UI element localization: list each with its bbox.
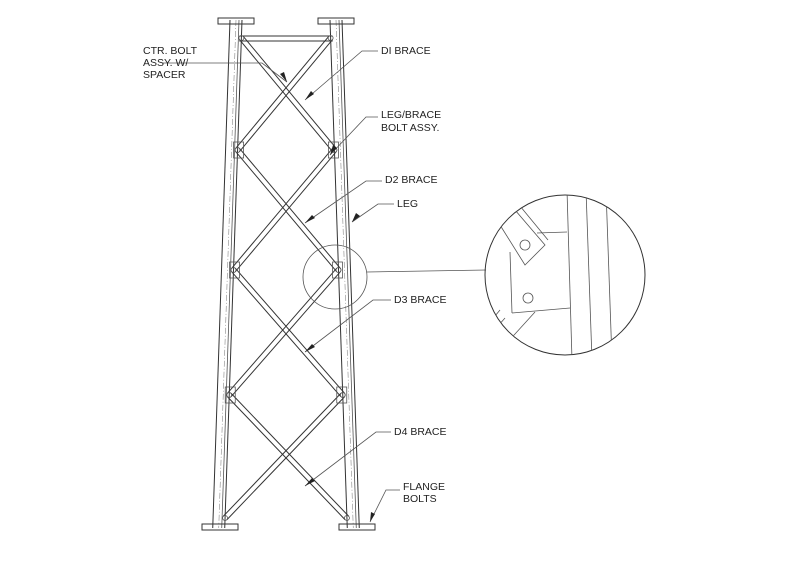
- gusset-plate: [233, 141, 244, 159]
- bottom-left-flange: [201, 523, 239, 531]
- bolt-icon: [222, 515, 228, 521]
- brace-d4: [230, 392, 350, 517]
- brace-d3: [230, 271, 341, 397]
- gusset-plate: [336, 386, 348, 404]
- brace-d3: [235, 268, 346, 394]
- gusset-plate: [229, 261, 240, 279]
- left-leg-edge: [212, 19, 231, 529]
- label-ctr-bolt-2: ASSY. W/: [143, 57, 188, 69]
- label-flange-bolts-2: BOLTS: [403, 493, 437, 505]
- right-leg-edge: [338, 19, 357, 529]
- label-d2-brace: D2 BRACE: [385, 174, 438, 186]
- brace-d4: [226, 396, 345, 521]
- detail-callout-leader: [366, 269, 487, 273]
- brace-d2: [231, 148, 333, 269]
- bolt-icon: [238, 35, 245, 41]
- bolt-icon: [327, 35, 334, 41]
- left-leg-edge: [221, 19, 240, 529]
- label-flange-bolts-1: FLANGE: [403, 481, 445, 493]
- brace-d3: [226, 268, 337, 394]
- bolt-icon: [335, 267, 342, 273]
- label-ctr-bolt-3: SPACER: [143, 69, 186, 81]
- leader-arrowheads: [280, 72, 375, 522]
- label-leg: LEG: [397, 198, 418, 210]
- top-left-flange: [217, 17, 255, 25]
- gusset-plate: [328, 141, 339, 159]
- label-d3-brace: D3 BRACE: [394, 294, 447, 306]
- leader-lines: [162, 50, 400, 523]
- brace-d2: [235, 151, 337, 272]
- brace-d1: [242, 36, 337, 149]
- left-leg-centerline: [218, 19, 237, 529]
- brace-d2: [239, 148, 341, 269]
- top-right-flange: [317, 17, 355, 25]
- brace-d4: [222, 392, 342, 517]
- bolt-icon: [226, 392, 233, 398]
- label-ctr-bolt-1: CTR. BOLT: [143, 45, 198, 57]
- label-d4-brace: D4 BRACE: [394, 426, 447, 438]
- label-leg-brace-bolt-2: BOLT ASSY.: [381, 122, 439, 134]
- label-leg-brace-bolt-1: LEG/BRACE: [381, 109, 441, 121]
- tower-structure: [201, 17, 376, 531]
- bolt-icon: [344, 515, 350, 521]
- bottom-right-flange: [338, 523, 376, 531]
- right-leg-centerline: [335, 19, 354, 529]
- gusset-plate: [332, 261, 343, 279]
- bolt-icon: [339, 392, 346, 398]
- right-leg-edge: [341, 19, 360, 529]
- bolt-icon: [234, 147, 241, 153]
- gusset-plate: [224, 386, 236, 404]
- magnified-detail: [484, 194, 646, 356]
- brace-d1: [239, 39, 333, 152]
- detail-callout-circle: [302, 244, 368, 310]
- bolt-icon: [230, 267, 237, 273]
- label-d1-brace: DI BRACE: [381, 45, 431, 57]
- brace-d1: [235, 36, 330, 149]
